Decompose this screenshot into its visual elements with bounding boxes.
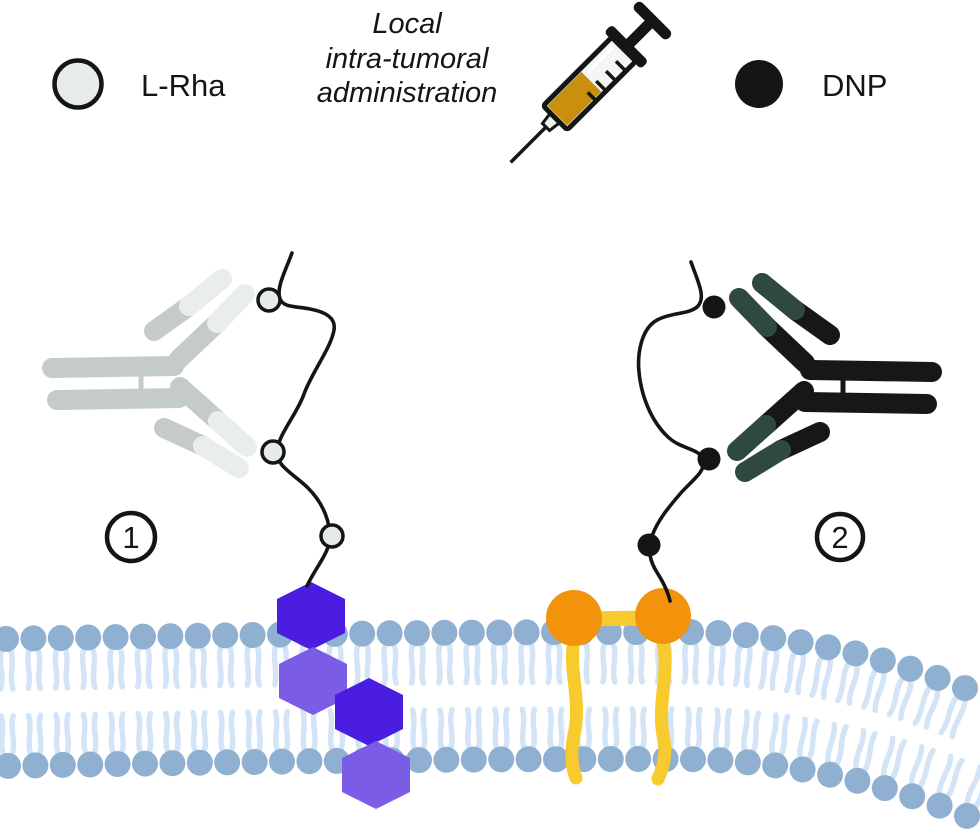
transmembrane-glycoprotein	[277, 582, 410, 809]
lipid-bottom-leaflet	[269, 708, 295, 775]
lipid-bottom-leaflet	[22, 712, 49, 779]
lipid-bottom-leaflet	[186, 709, 213, 776]
anti-dnp-antibody	[727, 273, 942, 482]
administration-caption: Local intra-tumoral administration	[317, 8, 498, 109]
step-2-circle	[814, 511, 866, 563]
glycan-hexagon	[335, 678, 403, 746]
lipid-top-leaflet	[732, 622, 759, 689]
lipid-top-leaflet	[458, 619, 485, 686]
lipid-bottom-leaflet	[789, 716, 820, 783]
lipid-top-leaflet	[835, 640, 869, 707]
lipid-top-leaflet	[431, 619, 458, 686]
lipid-top-leaflet	[912, 664, 951, 730]
lipid-top-leaflet	[404, 620, 430, 686]
lipid-top-leaflet	[705, 620, 732, 687]
lipid-bottom-leaflet	[762, 712, 791, 779]
glycan-hexagon	[277, 582, 345, 650]
lipid-top-leaflet	[212, 622, 239, 689]
lipid-top-leaflet	[130, 623, 156, 690]
lipid-top-leaflet	[758, 625, 787, 692]
anti-rhamnose-antibody	[42, 269, 257, 478]
lipid-bottom-leaflet	[132, 710, 158, 777]
dnp-hapten-dot	[702, 295, 726, 319]
anchor-head	[546, 590, 602, 646]
lipid-top-leaflet	[349, 620, 376, 687]
administration-line: intra-tumoral	[326, 43, 490, 75]
dnp-hapten-dot	[697, 447, 721, 471]
lipid-top-leaflet	[0, 625, 19, 692]
lipid-top-leaflet	[809, 634, 841, 701]
lipid-top-leaflet	[938, 675, 978, 740]
rhamnose-bead	[260, 439, 286, 465]
lipid-bottom-leaflet	[899, 744, 936, 810]
lipid-bottom-leaflet	[625, 706, 652, 772]
dnp-hapten-dot	[637, 533, 661, 557]
lipid-bottom-leaflet	[597, 706, 624, 772]
lipid-top-leaflet	[75, 624, 102, 691]
lipid-bottom-leaflet	[0, 713, 21, 779]
legend-dnp: DNP	[735, 60, 887, 108]
lipid-bottom-leaflet	[844, 728, 878, 794]
lrha-marker-icon	[52, 58, 104, 110]
lipid-top-leaflet	[783, 629, 814, 696]
polymer-backbone	[275, 251, 336, 588]
step-2-badge: 2	[814, 511, 866, 563]
anchor-head	[635, 588, 691, 644]
lipid-bottom-leaflet	[926, 753, 965, 819]
dnp-marker-icon	[735, 60, 783, 108]
lipid-bottom-leaflet	[543, 706, 569, 773]
lipid-bottom-leaflet	[871, 735, 907, 802]
lipid-bottom-leaflet	[406, 707, 432, 774]
lipid-bottom-leaflet	[296, 708, 323, 775]
lipid-top-leaflet	[184, 622, 211, 689]
legend-dnp-label: DNP	[822, 68, 887, 103]
lipid-bottom-leaflet	[104, 711, 131, 777]
lipid-bottom-leaflet	[214, 709, 241, 776]
lipid-top-leaflet	[376, 620, 403, 687]
lipid-bottom-leaflet	[49, 712, 76, 778]
lipid-top-leaflet	[513, 619, 540, 686]
administration-line: Local	[372, 8, 443, 40]
lipid-top-leaflet	[239, 622, 266, 688]
lipid-top-leaflet	[47, 625, 74, 691]
lipid-bottom-leaflet	[515, 706, 542, 773]
lipid-top-leaflet	[486, 619, 513, 686]
lipid-anchor	[546, 588, 691, 786]
lipid-bottom-leaflet	[488, 706, 515, 773]
rhamnose-bead	[319, 523, 345, 549]
lipid-top-leaflet	[860, 647, 896, 714]
administration-line: administration	[317, 77, 498, 109]
lipid-bottom-leaflet	[433, 706, 460, 773]
lipid-bottom-leaflet	[707, 707, 734, 774]
step-1-number: 1	[122, 520, 139, 555]
legend-lrha-label: L-Rha	[141, 68, 226, 103]
step-1-circle	[104, 510, 158, 564]
anchor-tail	[651, 635, 672, 786]
lipid-bottom-leaflet	[241, 709, 268, 775]
lipid-top-leaflet	[102, 624, 129, 690]
rhamnose-bead	[256, 287, 282, 313]
legend-lrha: L-Rha	[52, 58, 226, 110]
lipid-bottom-leaflet	[159, 710, 186, 777]
lipid-bottom-leaflet	[680, 706, 706, 773]
lipid-bottom-leaflet	[460, 706, 487, 773]
rhamnose-polymer-chain	[256, 251, 345, 588]
lipid-bottom-leaflet	[734, 709, 762, 776]
lipid-bottom-leaflet	[954, 764, 980, 829]
glycan-hexagon	[342, 741, 410, 809]
step-1-badge: 1	[104, 510, 158, 564]
step-2-number: 2	[831, 520, 848, 555]
lipid-bottom-leaflet	[77, 711, 104, 778]
lipid-top-leaflet	[157, 623, 184, 690]
anchor-tail	[565, 633, 583, 785]
dnp-polymer-chain	[636, 260, 726, 603]
lipid-bilayer-membrane	[0, 619, 980, 829]
glycan-hexagon	[279, 647, 347, 715]
lipid-top-leaflet	[20, 625, 47, 692]
lipid-top-leaflet	[886, 655, 924, 721]
lipid-bottom-leaflet	[817, 721, 849, 788]
syringe-icon	[509, 1, 672, 164]
